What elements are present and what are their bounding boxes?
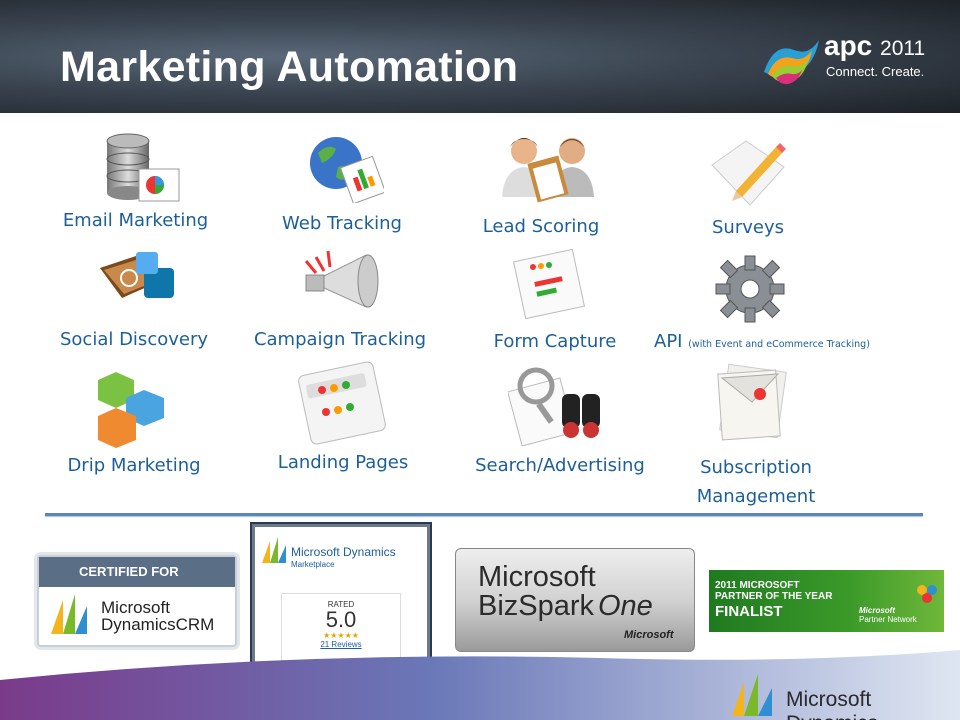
form-window-icon xyxy=(513,249,585,320)
footer-brand: Microsoft Dynamics xyxy=(786,688,878,720)
partner-network: Microsoft Partner Network xyxy=(859,606,917,624)
marketplace-title: Microsoft Dynamics xyxy=(291,545,396,559)
marketplace-rating-badge: Microsoft Dynamics Marketplace RATED 5.0… xyxy=(252,524,430,666)
rating-score: 5.0 xyxy=(325,607,357,632)
footer-color-band xyxy=(0,650,960,720)
partner-network-line1: Microsoft xyxy=(859,606,895,615)
label-search-advertising: Search/Advertising xyxy=(475,455,645,476)
partner-network-line2: Partner Network xyxy=(859,615,917,624)
label-surveys: Surveys xyxy=(712,217,784,238)
bizspark-one-badge: Microsoft BizSpark One Microsoft xyxy=(455,548,695,652)
apc-tagline: Connect. Create. xyxy=(826,64,925,79)
crm-badge-line3: CRM xyxy=(175,615,215,634)
label-email-marketing: Email Marketing xyxy=(62,210,209,231)
apc-brand: apc 2011 xyxy=(824,30,925,62)
bizspark-line2: BizSpark xyxy=(478,590,595,622)
footer-dynamics-logo-icon xyxy=(732,674,772,716)
partner-of-year-badge: 2011 MICROSOFT PARTNER OF THE YEAR FINAL… xyxy=(709,570,944,632)
label-web-tracking: Web Tracking xyxy=(282,213,402,234)
label-campaign-tracking: Campaign Tracking xyxy=(253,329,427,350)
bizspark-maker: Microsoft xyxy=(624,629,674,641)
crm-badge-line1: Microsoft xyxy=(101,598,170,617)
bizspark-line2b: One xyxy=(597,590,653,622)
apc-year: 2011 xyxy=(880,37,926,60)
partner-line1: 2011 MICROSOFT xyxy=(715,580,800,591)
landing-page-window-icon xyxy=(298,361,386,445)
gear-icon xyxy=(715,255,785,323)
rated-label: RATED xyxy=(327,600,355,609)
label-api-sub: (with Event and eCommerce Tracking) xyxy=(688,339,870,350)
marketplace-subtitle: Marketplace xyxy=(291,560,335,569)
reviews-link[interactable]: 21 Reviews xyxy=(320,640,362,649)
partner-line2: PARTNER OF THE YEAR xyxy=(715,591,833,602)
apc-logo-icon xyxy=(764,40,819,85)
pencil-paper-icon xyxy=(711,140,786,206)
label-form-capture: Form Capture xyxy=(493,331,617,352)
label-subscription-management: Subscription Management xyxy=(680,453,832,511)
database-chart-icon xyxy=(106,133,180,202)
crm-badge-heading: CERTIFIED FOR xyxy=(39,557,235,587)
label-subscription-line2: Management xyxy=(696,486,816,507)
header-banner: Marketing Automation apc 2011 Connect. C… xyxy=(0,0,960,113)
label-api: API (with Event and eCommerce Tracking) xyxy=(654,331,900,352)
dynamics-logo-icon xyxy=(51,594,87,634)
cubes-icon xyxy=(98,372,164,448)
bizspark-text: Microsoft BizSpark One xyxy=(478,563,653,621)
globe-chart-icon xyxy=(310,137,384,203)
label-drip-marketing: Drip Marketing xyxy=(67,455,201,476)
envelope-stack-icon xyxy=(717,363,787,441)
label-api-main: API xyxy=(654,331,683,352)
label-landing-pages: Landing Pages xyxy=(277,452,409,473)
rating-stars: ★★★★★ xyxy=(323,631,359,640)
binoculars-icon xyxy=(508,367,600,446)
people-clipboard-icon xyxy=(502,138,594,203)
crm-certified-badge: CERTIFIED FOR Microsoft DynamicsCRM xyxy=(37,555,237,647)
label-lead-scoring: Lead Scoring xyxy=(482,216,600,237)
partner-line3: FINALIST xyxy=(715,603,783,620)
marketplace-logo-icon xyxy=(262,537,286,563)
apc-brand-name: apc xyxy=(824,30,873,61)
social-book-icon xyxy=(100,252,174,298)
megaphone-icon xyxy=(304,250,379,308)
crm-badge-text: Microsoft DynamicsCRM xyxy=(101,599,214,633)
page-title: Marketing Automation xyxy=(60,43,519,91)
section-divider xyxy=(45,513,923,516)
partner-network-logo-icon xyxy=(917,585,937,603)
label-social-discovery: Social Discovery xyxy=(59,329,209,350)
bizspark-line1: Microsoft xyxy=(478,561,596,593)
crm-badge-line2: Dynamics xyxy=(101,615,176,634)
partner-text: 2011 MICROSOFT PARTNER OF THE YEAR FINAL… xyxy=(715,580,832,621)
label-subscription-line1: Subscription xyxy=(700,457,812,478)
